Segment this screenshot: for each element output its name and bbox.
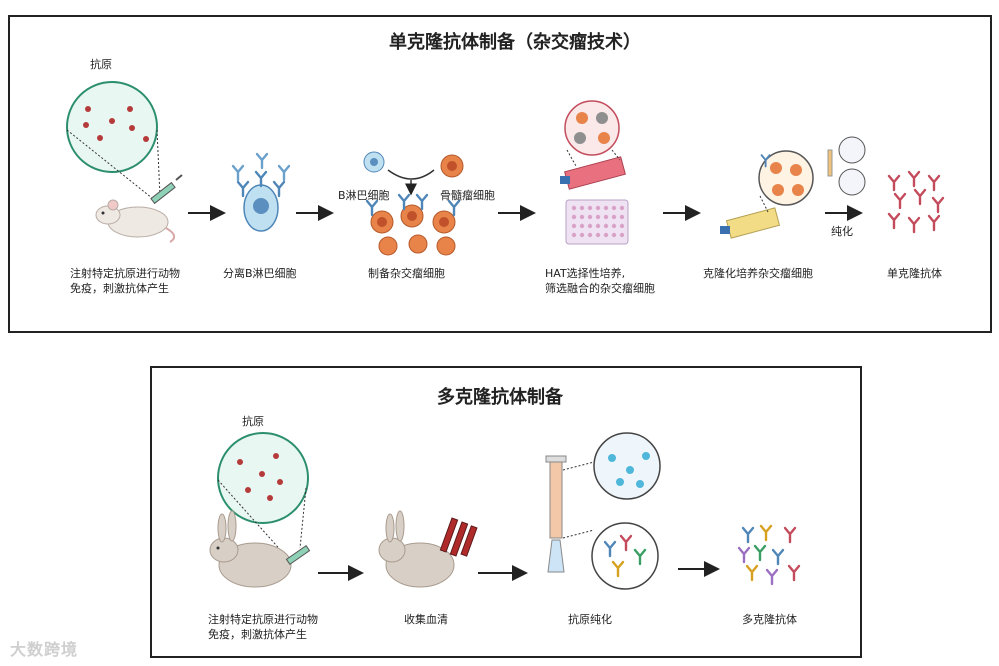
poly-step-4-label: 多克隆抗体 xyxy=(742,613,797,626)
antigen-label-poly: 抗原 xyxy=(242,414,264,428)
watermark: 大数跨境 xyxy=(10,640,79,659)
mono-step-1-label: 注射特定抗原进行动物免疫，刺激抗体产生 xyxy=(70,267,180,295)
mono-step-6-label: 单克隆抗体 xyxy=(887,267,942,280)
monoclonal-antibodies-icon xyxy=(887,170,945,234)
hat-culture-illustration xyxy=(560,100,629,245)
antigen-magnified-circle-poly xyxy=(217,432,309,555)
antigen-purification-illustration xyxy=(545,432,661,590)
mono-step-2-label: 分离B淋巴细胞 xyxy=(223,267,297,280)
polyclonal-antibodies-icon xyxy=(737,524,801,586)
b-cell-label: B淋巴细胞 xyxy=(338,189,390,202)
b-cell-icon xyxy=(231,152,291,232)
myeloma-label: 骨髓瘤细胞 xyxy=(440,189,495,202)
poly-step-3-label: 抗原纯化 xyxy=(568,613,612,626)
purify-label: 纯化 xyxy=(831,225,853,238)
hybridoma-fusion-illustration xyxy=(363,151,464,256)
rabbit-icon xyxy=(209,510,292,588)
antigen-magnified-circle xyxy=(66,81,161,199)
antigen-label: 抗原 xyxy=(90,57,112,71)
poly-step-1-label: 注射特定抗原进行动物免疫，刺激抗体产生 xyxy=(208,613,318,641)
clonal-culture-illustration xyxy=(720,136,866,239)
mono-step-5-label: 克隆化培养杂交瘤细胞 xyxy=(703,267,813,280)
syringe-icon xyxy=(150,174,183,205)
poly-title: 多克隆抗体制备 xyxy=(437,387,563,408)
mono-step-4-label: HAT选择性培养,筛选融合的杂交瘤细胞 xyxy=(545,267,655,295)
mono-title: 单克隆抗体制备（杂交瘤技术） xyxy=(389,32,641,53)
mono-step-3-label: 制备杂交瘤细胞 xyxy=(368,267,445,280)
poly-step-2-label: 收集血清 xyxy=(404,613,448,626)
syringe-icon-poly xyxy=(285,544,311,566)
flow-arrows-poly xyxy=(318,561,720,581)
mouse-icon xyxy=(95,199,176,243)
rabbit-with-blood-tubes-icon xyxy=(378,510,478,588)
